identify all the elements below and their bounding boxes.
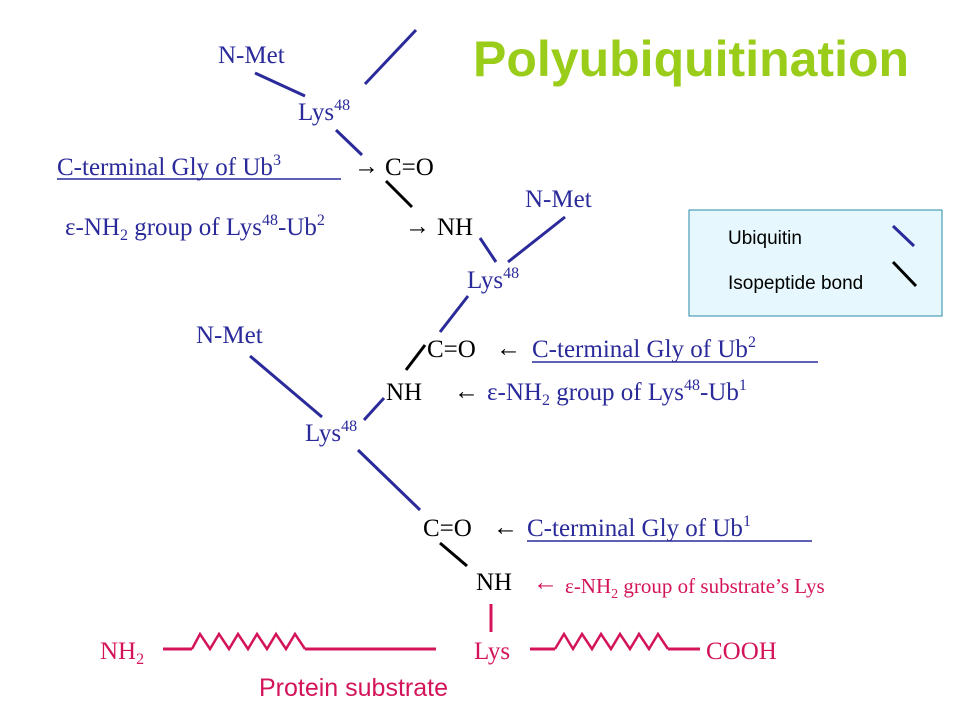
ubiquitin-1: N-Met Lys48 <box>196 322 422 512</box>
bond2-bond-line <box>404 344 427 371</box>
ub3-branch-line <box>363 28 418 86</box>
bond2-amine: NH <box>386 379 422 406</box>
substrate-n-terminus-text: NH <box>100 638 136 665</box>
isopeptide-bond-1: C=O ← C-terminal Gly of Ub1 NH ← ε-NH2 g… <box>423 513 825 602</box>
bond3-carbonyl-note: C-terminal Gly of Ub3 <box>57 152 281 181</box>
bond2-carbonyl-note-sup: 2 <box>748 334 756 351</box>
bond1-amine-note: ε-NH2 group of substrate’s Lys <box>565 574 825 602</box>
ub3-lys48-label: Lys48 <box>298 97 350 126</box>
bond2-carbonyl: C=O <box>427 336 476 363</box>
bond1-carbonyl-note: C-terminal Gly of Ub1 <box>527 513 751 542</box>
bond3-amine-suffix: -Ub <box>278 214 317 241</box>
bond3-bond-line <box>384 179 414 209</box>
bond1-carbonyl-note-text: C-terminal Gly of Ub <box>527 515 743 542</box>
bond1-amine-suffix: group of substrate’s Lys <box>618 574 824 598</box>
legend-box <box>688 209 943 317</box>
bond2-amine-suffix: -Ub <box>700 379 739 406</box>
bond1-arrow-left-icon-2: ← <box>533 569 558 596</box>
ub2-lower-line <box>438 295 470 333</box>
bond3-arrow-right-icon-2: → <box>405 213 430 240</box>
bond3-amine: NH <box>437 214 473 241</box>
bond1-bond-line <box>439 541 468 568</box>
legend-bond-line <box>891 260 918 288</box>
bond3-carbonyl-note-sup: 3 <box>273 152 281 169</box>
bond3-arrow-right-icon: → <box>354 153 379 180</box>
bond1-arrow-left-icon: ← <box>493 514 518 541</box>
substrate-lys-label: Lys <box>474 638 510 665</box>
ub1-lower-line <box>356 448 422 512</box>
bond3-amine-sup2: 2 <box>317 212 325 229</box>
bond3-carbonyl: C=O <box>385 154 434 181</box>
ub3-lys-superscript: 48 <box>334 97 350 114</box>
ub3-lower-line <box>334 128 364 157</box>
ub2-branch-line <box>507 215 566 264</box>
bond2-amine-note: ε-NH2 group of Lys48-Ub1 <box>487 377 747 409</box>
ub1-n-met-label: N-Met <box>196 322 263 349</box>
ub2-lys-text: Lys <box>467 267 503 294</box>
bond3-carbonyl-note-text: C-terminal Gly of Ub <box>57 154 273 181</box>
legend-label-isopeptide-bond: Isopeptide bond <box>728 273 863 294</box>
protein-substrate: NH2 Lys COOH Protein substrate <box>100 604 777 702</box>
ub2-upper-line <box>478 237 498 263</box>
bond2-amine-prefix: ε-NH <box>487 379 542 406</box>
bond2-amine-sup2: 1 <box>739 377 747 394</box>
page-title: Polyubiquitination <box>473 31 909 87</box>
ub1-lys-text: Lys <box>305 420 341 447</box>
ub1-branch-line <box>249 354 323 419</box>
legend-ubiquitin-line <box>891 224 916 248</box>
bond1-amine: NH <box>476 569 512 596</box>
bond2-carbonyl-note-text: C-terminal Gly of Ub <box>532 336 748 363</box>
bond2-amine-mid: group of Lys <box>550 379 684 406</box>
bond1-amine-sub: 2 <box>611 587 618 602</box>
bond2-amine-sup1: 48 <box>684 377 700 394</box>
legend-label-ubiquitin: Ubiquitin <box>728 228 802 249</box>
isopeptide-bond-2: C=O ← C-terminal Gly of Ub2 NH ← ε-NH2 g… <box>386 334 818 409</box>
bond3-amine-sup1: 48 <box>262 212 278 229</box>
bond2-carbonyl-note: C-terminal Gly of Ub2 <box>532 334 756 363</box>
ub3-n-met-label: N-Met <box>218 42 285 69</box>
ub3-lys-text: Lys <box>298 99 334 126</box>
ub1-lys48-label: Lys48 <box>305 418 357 447</box>
bond3-amine-note: ε-NH2 group of Lys48-Ub2 <box>65 212 325 244</box>
ub2-lys-superscript: 48 <box>503 265 519 282</box>
ub1-upper-line <box>362 396 386 422</box>
bond1-amine-prefix: ε-NH <box>565 574 611 598</box>
substrate-c-terminus: COOH <box>706 638 777 665</box>
ub3-upper-line <box>254 71 306 98</box>
isopeptide-bond-3: C-terminal Gly of Ub3 → C=O ε-NH2 group … <box>57 152 473 244</box>
bond3-amine-mid: group of Lys <box>128 214 262 241</box>
ubiquitin-2: N-Met Lys48 <box>438 186 592 333</box>
ubiquitin-3: N-Met Lys48 <box>218 28 418 157</box>
substrate-zigzag-2 <box>553 631 670 652</box>
bond2-arrow-left-icon: ← <box>496 335 521 362</box>
legend: Ubiquitin Isopeptide bond <box>688 209 943 317</box>
bond3-amine-prefix: ε-NH <box>65 214 120 241</box>
ub2-n-met-label: N-Met <box>525 186 592 213</box>
bond1-carbonyl-note-sup: 1 <box>743 513 751 530</box>
bond2-arrow-left-icon-2: ← <box>454 378 479 405</box>
bond1-carbonyl: C=O <box>423 515 472 542</box>
bond3-amine-sub: 2 <box>120 227 128 244</box>
substrate-caption: Protein substrate <box>259 674 448 702</box>
ub2-lys48-label: Lys48 <box>467 265 519 294</box>
ub1-lys-superscript: 48 <box>341 418 357 435</box>
substrate-n-terminus-sub: 2 <box>136 651 144 668</box>
bond2-amine-sub: 2 <box>542 392 550 409</box>
substrate-zigzag-1 <box>190 631 307 652</box>
substrate-n-terminus: NH2 <box>100 638 144 668</box>
